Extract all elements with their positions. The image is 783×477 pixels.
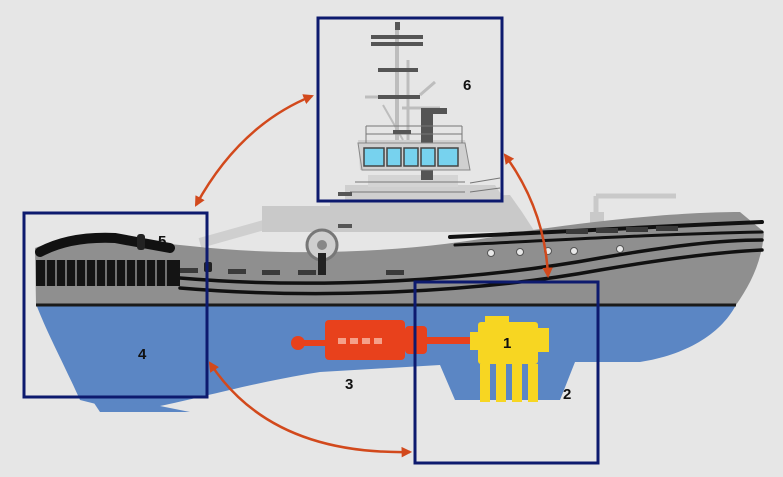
label-6: 6 [463, 77, 471, 94]
arrow-mast-propulsion [503, 153, 553, 279]
highlight-frames [22, 16, 600, 465]
azimuth-thruster [470, 316, 549, 402]
hull-upper [35, 212, 764, 308]
towing-boom [198, 206, 342, 248]
aft-crane [590, 193, 676, 224]
towing-hook [137, 234, 145, 250]
keel-skeg [92, 400, 190, 412]
label-4: 4 [138, 346, 147, 363]
tow-winch [305, 228, 339, 275]
deck-rail-blocks [180, 226, 678, 275]
wheelhouse [338, 125, 501, 228]
frame-propulsion [413, 280, 600, 465]
label-1: 1 [503, 335, 511, 352]
stern-tire-fenders [36, 260, 180, 286]
arrow-stern-propulsion [208, 361, 413, 458]
connection-arrows [194, 94, 553, 458]
frame-mast [316, 16, 504, 203]
mast-lights [371, 22, 423, 99]
arrow-stern-mast [194, 94, 314, 207]
bridge-windows [363, 147, 459, 167]
frame-stern [22, 211, 209, 399]
label-2: 2 [563, 386, 571, 403]
label-5: 5 [158, 233, 166, 250]
label-3: 3 [345, 376, 353, 393]
main-engine [291, 320, 475, 360]
